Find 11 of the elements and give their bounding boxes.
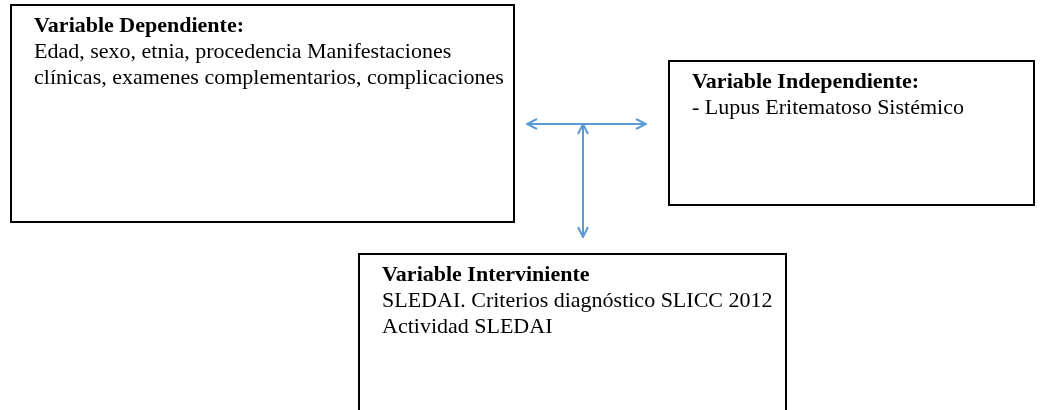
box-heading: Variable Interviniente — [382, 261, 591, 287]
variable-box — [668, 60, 1035, 206]
variable-box — [10, 4, 515, 223]
box-heading: Variable Independiente: — [692, 68, 921, 94]
box-heading: Variable Dependiente: — [34, 12, 245, 38]
double-arrow — [577, 123, 589, 238]
box-text: Edad, sexo, etnia, procedencia Manifestaciones clínicas, examenes complementarios, complicaciones — [34, 38, 505, 90]
double-arrow — [526, 118, 647, 130]
box-text: - Lupus Eritematoso Sistémico — [692, 94, 965, 120]
variable-box — [358, 253, 787, 410]
box-text: SLEDAI. Criterios diagnóstico SLICC 2012 Actividad SLEDAI — [382, 287, 774, 339]
